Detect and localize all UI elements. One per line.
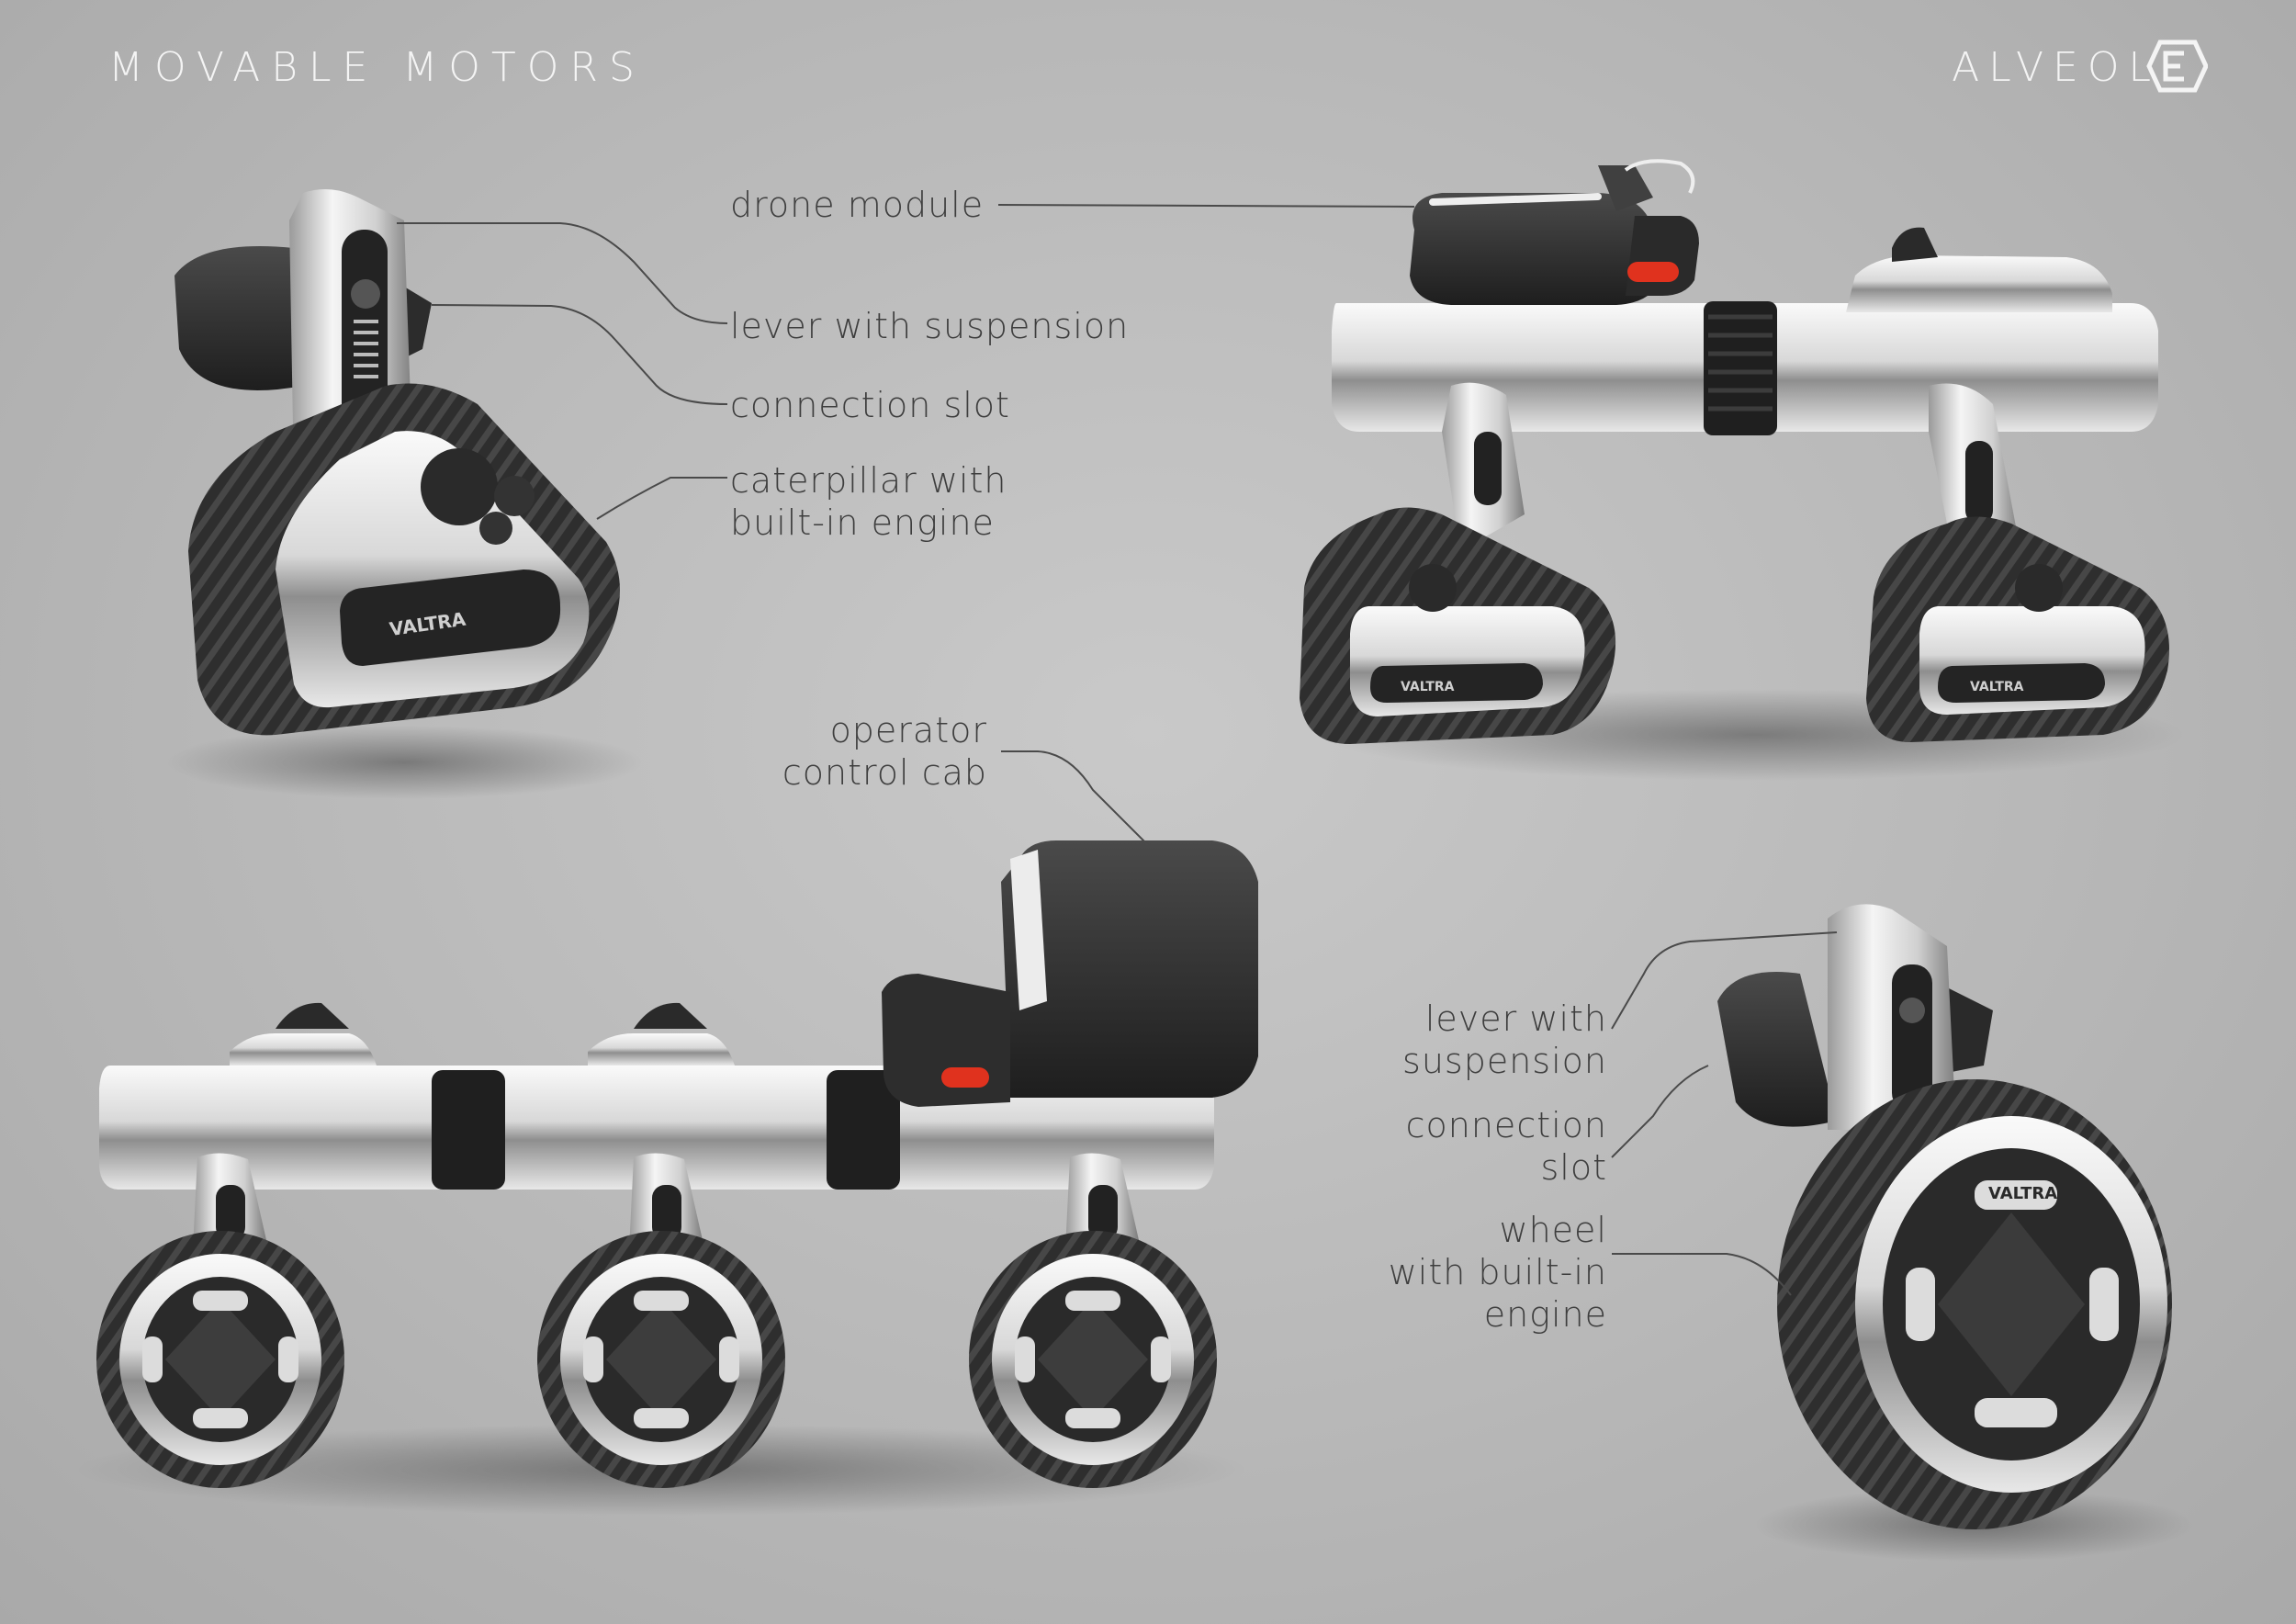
label-operator-line1: operator [829,710,987,750]
caterpillar-module: VALTRA [165,189,643,799]
label-wheel-line1: wheel [1499,1210,1607,1250]
label-drone-module: drone module [730,185,985,225]
wheel-1 [96,1153,344,1488]
label-caterpillar: caterpillar with built-in engine [730,459,1007,544]
label-lever-with-suspension: lever with suspension [1332,998,1607,1082]
label-wheel: wheel with built-in engine [1332,1209,1607,1336]
label-operator-cab: operator control cab [735,709,987,794]
label-wheel-line3: engine [1483,1294,1607,1335]
board-title: MOVABLE MOTORS [108,44,646,91]
drone-chassis-module: VALTRA VALTRA [1300,159,2186,781]
label-lever-line2: suspension [1402,1041,1607,1081]
valtra-stamp: VALTRA [1401,680,1455,694]
label-connection-line1: connection [1405,1105,1607,1145]
label-connection-slot: connection slot [1332,1104,1607,1189]
brand-name: ALVEOL [1952,44,2160,91]
hexagon-e-logo-icon [2146,39,2208,93]
label-wheel-line2: with built-in [1388,1252,1607,1292]
valtra-stamp: VALTRA [1970,680,2024,694]
leader-lines [397,204,1838,1296]
label-lever-with-suspension-top: lever with suspension [730,306,1130,346]
label-lever-line1: lever with [1424,998,1607,1039]
label-operator-line2: control cab [782,752,987,793]
wheel-3 [969,1153,1217,1488]
wheel-module: VALTRA [1717,904,2195,1562]
valtra-stamp: VALTRA [1988,1184,2057,1203]
label-connection-slot-top: connection slot [730,385,1010,425]
six-wheel-vehicle [73,840,1258,1516]
label-caterpillar-line1: caterpillar with [730,460,1007,501]
label-connection-line2: slot [1540,1147,1607,1188]
label-caterpillar-line2: built-in engine [730,502,995,543]
wheel-2 [537,1153,785,1488]
